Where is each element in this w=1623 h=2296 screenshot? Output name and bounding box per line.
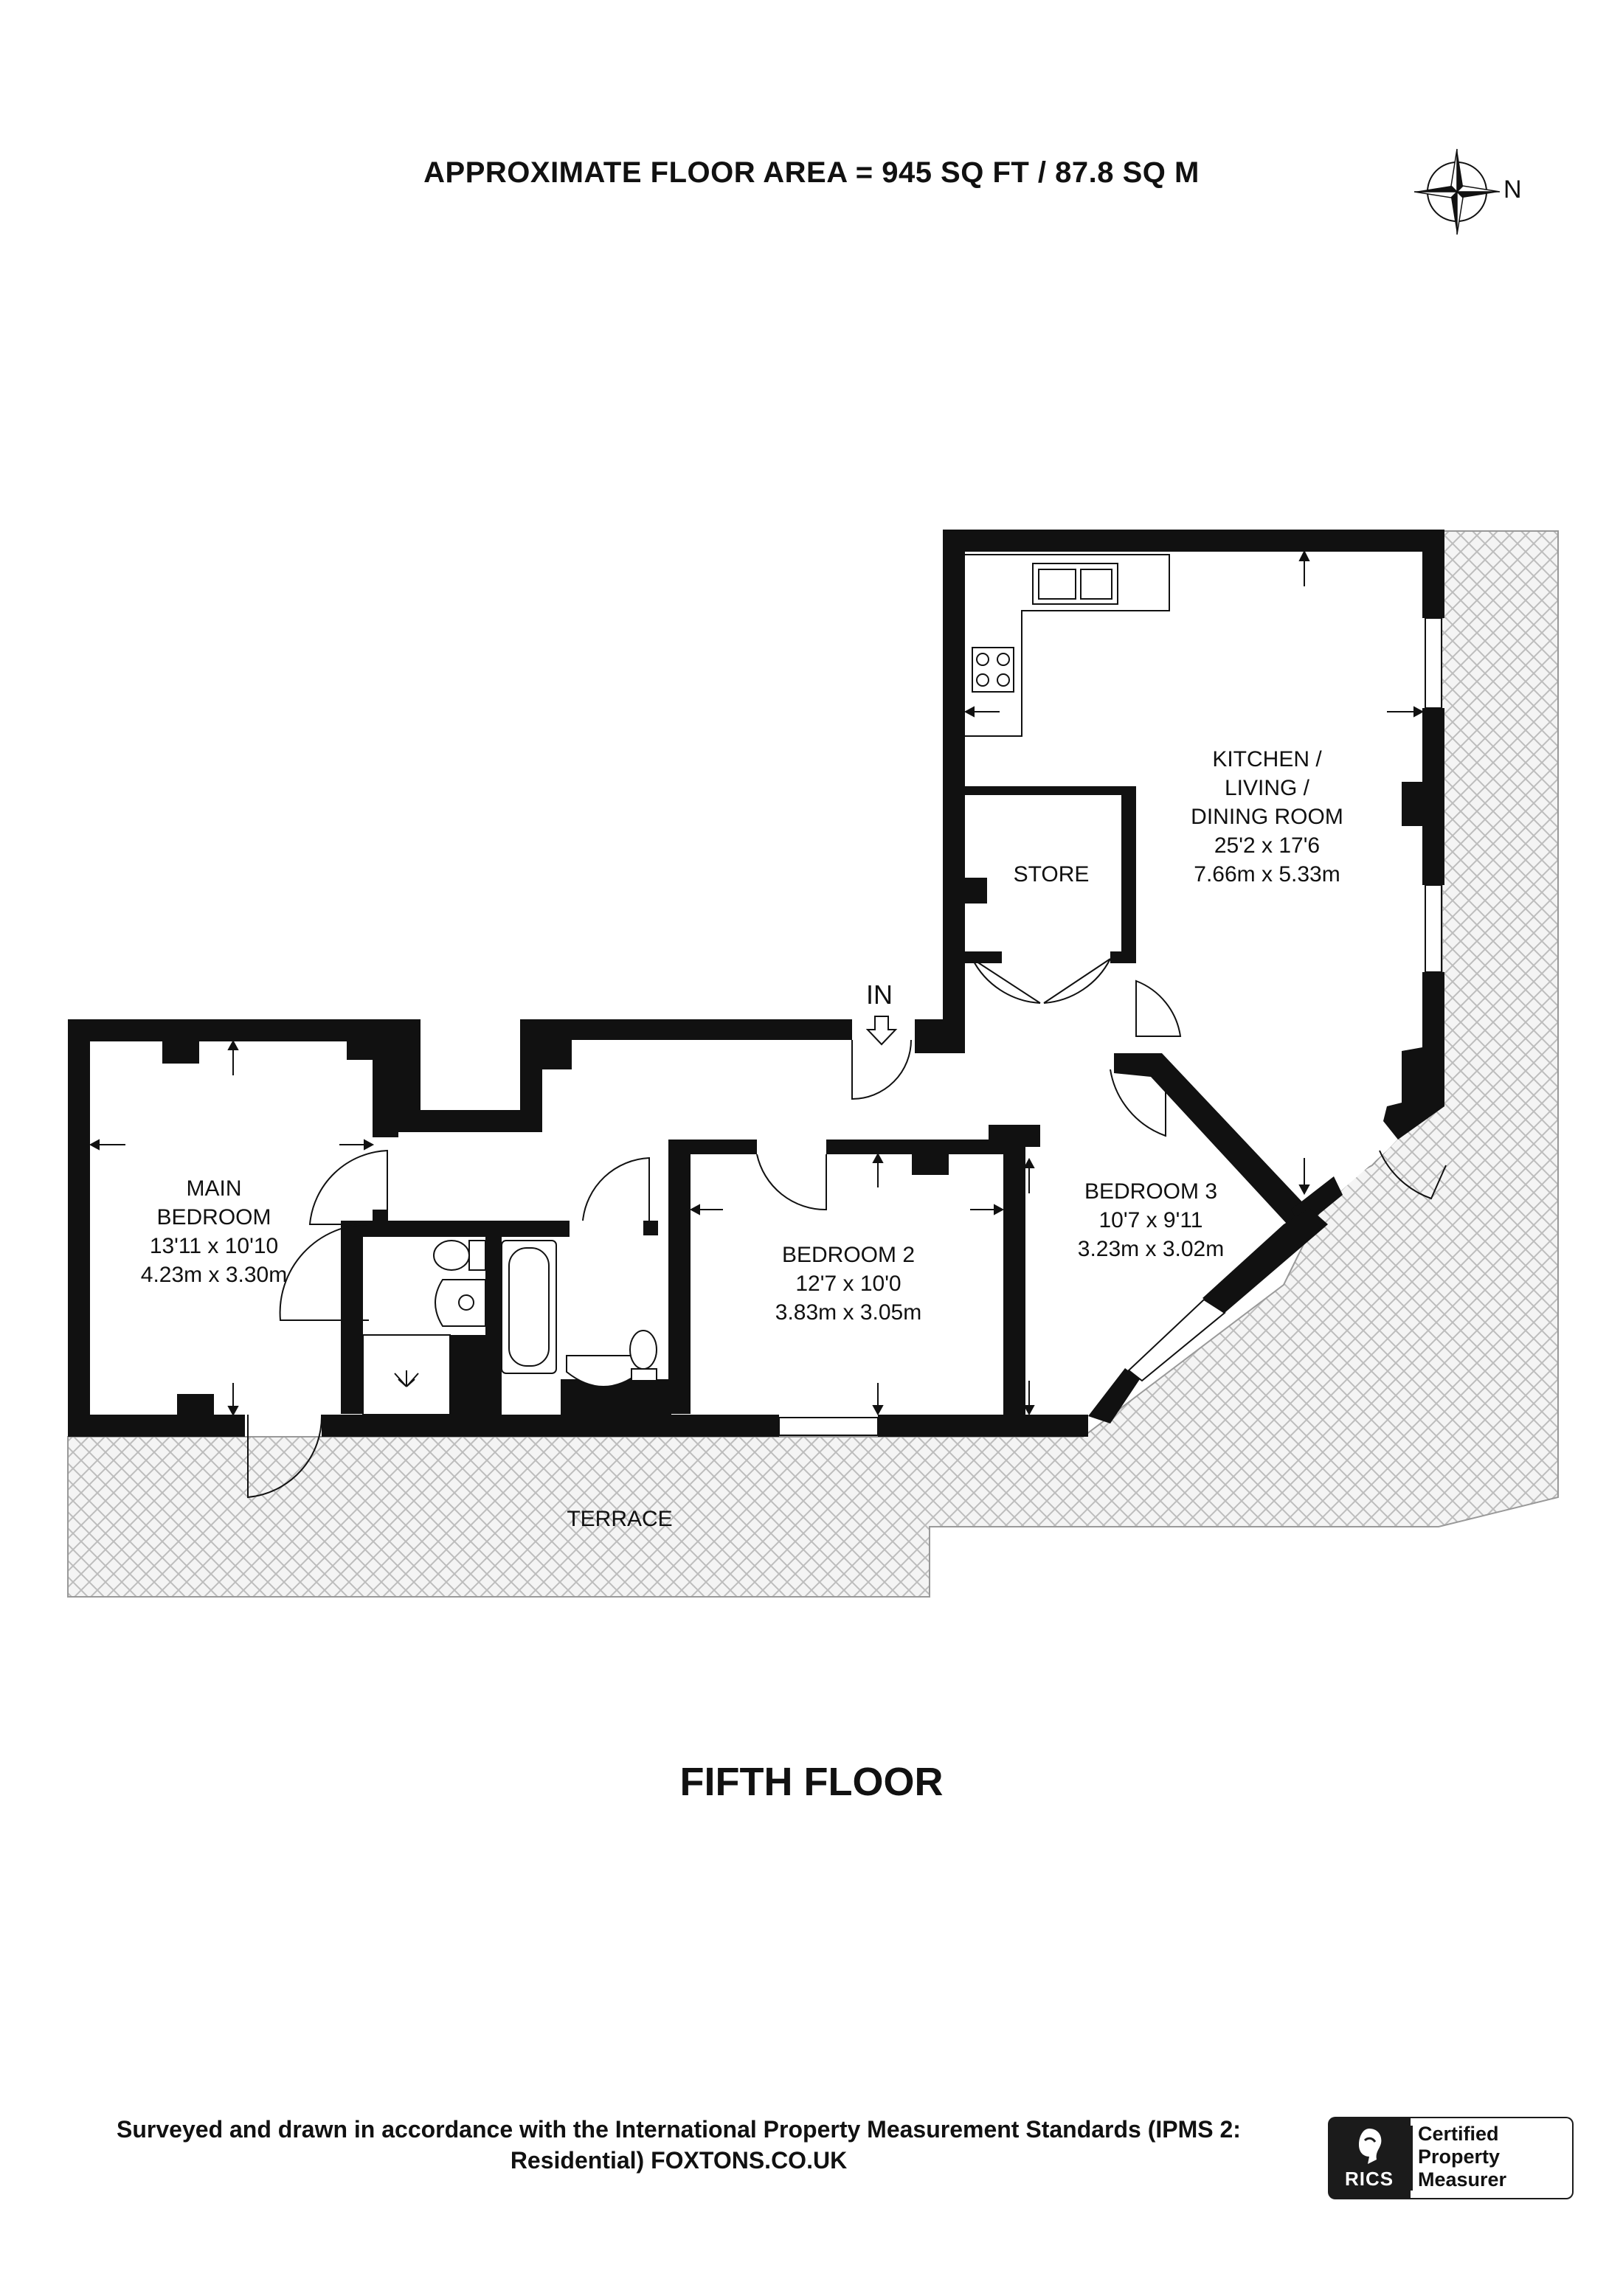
wall [965,951,1002,963]
wall [668,1140,757,1154]
wall [965,786,1131,795]
wall [943,795,965,1053]
wall [520,1019,852,1040]
rics-cert-text: Certified Property Measurer [1418,2123,1507,2191]
wall [643,1221,658,1235]
door-swing [582,1156,650,1221]
wall [322,1415,779,1437]
wall [915,1019,965,1053]
door-swing [1135,979,1182,1037]
floor-name-heading: FIFTH FLOOR [679,1760,944,1804]
wall [546,1221,561,1235]
wall [912,1154,949,1175]
wall [943,530,1444,552]
survey-footer-text: Surveyed and drawn in accordance with th… [117,2116,1241,2174]
door-swing [972,958,1041,1004]
wall [177,1394,214,1416]
door-swing [1379,1150,1447,1200]
wall [1402,782,1422,826]
wall [162,1041,199,1064]
wall [1110,951,1136,963]
wall [1422,708,1444,885]
floor-area-heading: APPROXIMATE FLOOR AREA = 945 SQ FT / 87.… [423,156,1200,189]
wall [1003,1128,1025,1423]
wall [878,1415,1088,1437]
wall [373,1041,398,1137]
wall [398,1110,542,1132]
wall [68,1019,421,1041]
door-swing [1043,958,1111,1004]
compass-rose-icon [1413,148,1501,235]
compass-north-label: N [1503,176,1522,204]
wall [1088,1368,1140,1423]
bedroom-3-label: BEDROOM 3 10'7 x 9'11 3.23m x 3.02m [1077,1179,1225,1261]
door-swing [279,1223,370,1321]
toilet-icon [629,1330,657,1370]
wall [943,530,965,795]
door-swing [247,1414,323,1499]
window [778,1417,879,1436]
window [1425,617,1442,709]
wall [68,1019,90,1436]
wall [989,1125,1040,1147]
wall [1383,1047,1444,1140]
main-bedroom-label: MAIN BEDROOM 13'11 x 10'10 4.23m x 3.30m [140,1176,288,1287]
bedroom-2-label: BEDROOM 2 12'7 x 10'0 3.83m x 3.05m [775,1243,922,1325]
wall [1422,530,1444,618]
wall [341,1221,570,1237]
entrance-label: IN [866,979,893,1010]
rics-lion-icon [1359,2129,1382,2164]
rics-logo: RICS [1328,2117,1411,2199]
door-swing [308,1149,388,1225]
entrance-arrow-icon [865,1016,898,1046]
window [1127,1298,1226,1382]
rics-certified-badge: RICS Certified Property Measurer [1328,2117,1575,2199]
kitchen-label: KITCHEN / LIVING / DINING ROOM 25'2 x 17… [1191,747,1343,887]
wall [826,1140,1025,1154]
wall [1121,786,1136,963]
wall [341,1221,363,1414]
door-swing [851,1039,912,1100]
store-label: STORE [1013,862,1090,887]
wall [68,1415,245,1437]
wall [450,1335,502,1415]
wall [668,1140,691,1414]
window [1425,884,1442,973]
wall [1114,1053,1309,1224]
wall [1422,972,1444,1083]
wall [965,878,987,904]
door-swing [1110,1069,1166,1137]
wall [542,1040,572,1069]
terrace-label: TERRACE [567,1507,673,1531]
toilet-icon [433,1240,470,1271]
wall [1202,1208,1328,1313]
door-swing [756,1154,827,1211]
